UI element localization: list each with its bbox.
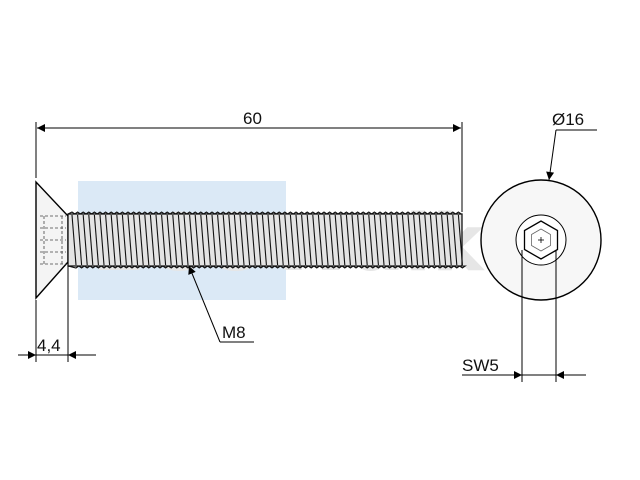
thread-line — [189, 214, 195, 266]
thread-line — [457, 214, 463, 266]
thread-line — [418, 214, 424, 266]
thread-line — [379, 214, 385, 266]
thread-line — [345, 214, 351, 266]
thread-line — [217, 214, 223, 266]
thread-line — [429, 214, 435, 266]
thread-line — [200, 214, 206, 266]
thread-line — [317, 214, 323, 266]
screw-end-view — [480, 179, 602, 301]
hex-socket-inner — [531, 228, 551, 252]
thread-line — [289, 214, 295, 266]
center-mark — [538, 237, 544, 243]
thread-line — [155, 214, 161, 266]
thread-line — [413, 214, 419, 266]
thread-line — [267, 214, 273, 266]
thread-line — [211, 214, 217, 266]
thread-line — [357, 214, 363, 266]
screw-side-view — [35, 180, 467, 300]
thread-line — [116, 214, 122, 266]
thread-line — [222, 214, 228, 266]
thread-line — [183, 214, 189, 266]
thread-line — [301, 214, 307, 266]
dim-head-diameter: Ø16 — [552, 110, 584, 129]
head-diameter-callout: Ø16 — [546, 110, 597, 181]
thread-line — [245, 214, 251, 266]
thread-line — [93, 214, 99, 266]
thread-line — [295, 214, 301, 266]
thread-line — [435, 214, 441, 266]
thread-line — [233, 214, 239, 266]
thread-line — [127, 214, 133, 266]
socket-size-dimension: SW5 — [462, 250, 586, 382]
thread-line — [424, 214, 430, 266]
thread-line — [306, 214, 312, 266]
thread-line — [88, 214, 94, 266]
dim-thread: M8 — [222, 323, 246, 342]
thread-line — [138, 214, 144, 266]
thread-line — [334, 214, 340, 266]
thread-line — [177, 214, 183, 266]
thread-line — [144, 214, 150, 266]
thread-line — [407, 214, 413, 266]
thread-line — [284, 214, 290, 266]
thread-line — [401, 214, 407, 266]
thread-line — [256, 214, 262, 266]
thread-line — [161, 214, 167, 266]
thread-line — [261, 214, 267, 266]
head-height-dimension: 4,4 — [18, 266, 96, 362]
thread-line — [312, 214, 318, 266]
thread-line — [149, 214, 155, 266]
thread-line — [110, 214, 116, 266]
thread-line — [228, 214, 234, 266]
thread-line — [133, 214, 139, 266]
thread-line — [205, 214, 211, 266]
thread-line — [396, 214, 402, 266]
thread-callout: M8 — [188, 265, 254, 343]
thread-line — [362, 214, 368, 266]
thread-line — [340, 214, 346, 266]
thread-line — [194, 214, 200, 266]
thread-line — [390, 214, 396, 266]
thread-line — [441, 214, 447, 266]
thread-line — [121, 214, 127, 266]
thread-line — [446, 214, 452, 266]
thread-line — [273, 214, 279, 266]
thread-lines — [71, 214, 463, 266]
thread-line — [99, 214, 105, 266]
dim-head-height: 4,4 — [37, 336, 61, 355]
thread-crest-top — [67, 211, 462, 215]
thread-line — [239, 214, 245, 266]
thread-line — [373, 214, 379, 266]
thread-line — [385, 214, 391, 266]
thread-line — [323, 214, 329, 266]
thread-line — [166, 214, 172, 266]
thread-line — [77, 214, 83, 266]
thread-line — [351, 214, 357, 266]
length-dimension: 60 — [35, 109, 463, 212]
thread-line — [250, 214, 256, 266]
thread-line — [105, 214, 111, 266]
thread-crest-bottom — [67, 265, 467, 269]
thread-line — [278, 214, 284, 266]
thread-line — [329, 214, 335, 266]
thread-line — [452, 214, 458, 266]
thread-line — [71, 214, 77, 266]
dim-socket-size: SW5 — [462, 356, 499, 375]
thread-line — [172, 214, 178, 266]
dim-overall-length: 60 — [243, 109, 262, 128]
head-socket-hidden-lines — [40, 215, 66, 265]
thread-line — [368, 214, 374, 266]
thread-line — [82, 214, 88, 266]
